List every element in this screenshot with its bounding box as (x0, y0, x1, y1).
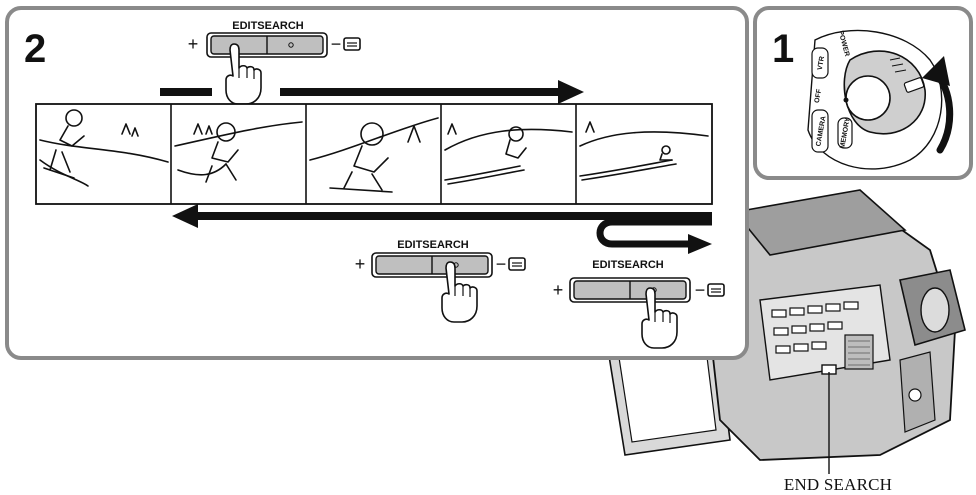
plus-sign-right: + (553, 280, 564, 300)
forward-arrow (160, 80, 584, 104)
film-frame-4 (444, 123, 573, 185)
edit-search-button-group-top: EDITSEARCH + − (188, 20, 361, 105)
power-switch[interactable]: VTR POWER OFF CAMERA MEMORY (807, 29, 943, 170)
tape-cassette-icon (343, 37, 361, 51)
edit-search-label-middle: EDITSEARCH (397, 239, 469, 251)
minus-sign-middle: − (496, 254, 507, 274)
edit-search-button-group-right: EDITSEARCH + − (553, 259, 725, 349)
edit-search-plus-button-right[interactable] (630, 281, 686, 299)
film-frame-5 (579, 121, 709, 181)
edit-search-label-right: EDITSEARCH (592, 259, 664, 271)
step-2-panel: 2 EDITSEARCH + − (5, 6, 749, 360)
rewind-arrow (172, 204, 712, 254)
tape-cassette-icon (707, 283, 725, 297)
camcorder-illustration (599, 189, 966, 461)
film-frame-2 (174, 121, 303, 183)
tape-cassette-icon (508, 257, 526, 271)
plus-sign-middle: + (355, 254, 366, 274)
end-search-callout: END SEARCH (784, 475, 892, 494)
clockwise-arrow-icon (922, 56, 954, 154)
edit-search-label-top: EDITSEARCH (232, 20, 304, 32)
switch-label-off: OFF (814, 88, 823, 104)
edit-search-plus-button-middle[interactable] (432, 256, 488, 274)
edit-search-minus-button-middle[interactable] (376, 256, 432, 274)
plus-sign-top: + (188, 34, 199, 54)
edit-search-minus-button-right[interactable] (574, 281, 630, 299)
switch-label-vtr: VTR (817, 56, 826, 71)
film-strip (35, 103, 713, 205)
minus-sign-right: − (695, 280, 706, 300)
film-frame-1 (39, 109, 169, 187)
film-frame-3 (309, 117, 439, 193)
edit-search-button-group-middle: EDITSEARCH + − (355, 239, 526, 323)
minus-sign-top: − (331, 34, 342, 54)
step-2-number: 2 (24, 27, 46, 71)
step-1-number: 1 (772, 27, 794, 71)
step-1-panel: 1 VTR POWER OFF CAMERA MEMORY (753, 6, 973, 180)
edit-search-plus-button-top[interactable] (267, 36, 323, 54)
